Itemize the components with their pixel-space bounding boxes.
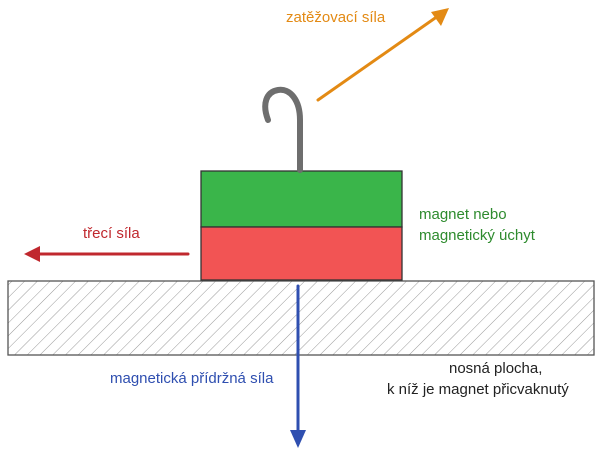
magnet-label-line1: magnet nebo [419, 206, 507, 223]
magnet-top-layer [200, 170, 403, 228]
friction-force-label: třecí síla [83, 225, 140, 242]
holding-force-arrow [290, 284, 306, 448]
magnet [200, 170, 403, 281]
holding-force-label: magnetická přídržná síla [110, 370, 274, 387]
surface-label-line2: k níž je magnet přicvaknutý [387, 381, 569, 398]
hook-icon [262, 86, 303, 173]
load-force-label: zatěžovací síla [286, 9, 386, 26]
magnet-bottom-layer [200, 226, 403, 281]
friction-force-arrow [24, 246, 190, 262]
surface-label-line1: nosná plocha, [449, 360, 542, 377]
supporting-surface [7, 280, 595, 356]
load-force-arrow [316, 8, 449, 102]
magnet-label-line2: magnetický úchyt [419, 227, 536, 244]
